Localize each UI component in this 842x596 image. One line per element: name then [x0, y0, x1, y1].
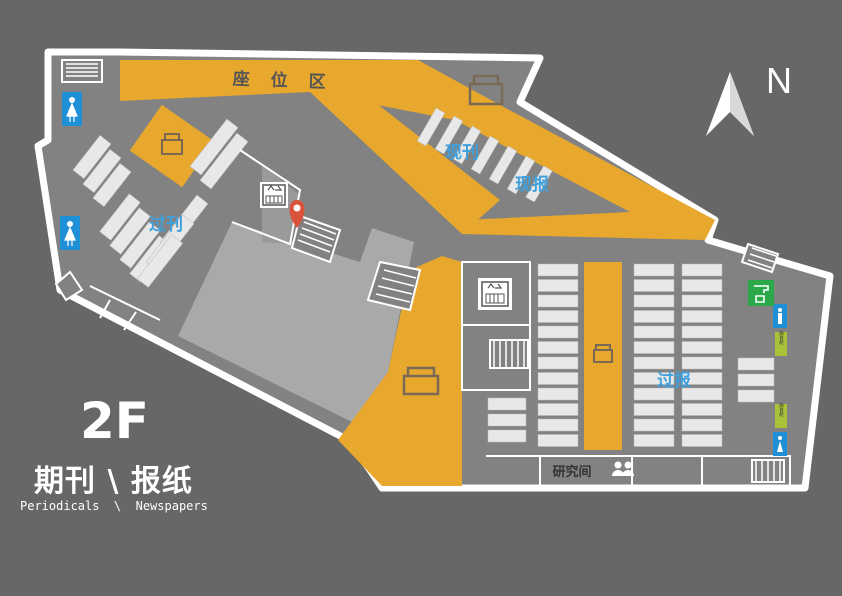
- shelf: [525, 165, 553, 203]
- elevator-icon[interactable]: [478, 278, 512, 310]
- seating-area-middle[interactable]: [338, 256, 462, 486]
- shelf: [537, 403, 579, 416]
- shelf-group-past-periodicals: [72, 118, 249, 288]
- staircase: [740, 242, 780, 274]
- shelf: [537, 263, 579, 277]
- armchair-icon: [468, 74, 504, 106]
- shelf: [537, 325, 579, 339]
- seating-area-top[interactable]: [120, 60, 715, 240]
- shelf: [537, 372, 579, 385]
- quiet-room-sign: 静音舱: [775, 402, 787, 428]
- shelf: [452, 125, 482, 165]
- shelf: [109, 207, 151, 255]
- shelf: [136, 234, 184, 288]
- north-label: N: [766, 60, 792, 101]
- shelf-group-current: [416, 107, 553, 203]
- quiet-room-label: 静音舱: [779, 402, 784, 418]
- seating-zone-label: 座 位 区: [232, 68, 328, 92]
- shelf: [633, 418, 675, 432]
- armchair-icon: [161, 133, 183, 155]
- current-newspapers-label: 现报: [515, 174, 549, 195]
- shelf: [633, 403, 675, 416]
- quiet-room-label: 静音舱: [779, 330, 784, 346]
- quiet-room-sign: 静音舱: [775, 330, 787, 356]
- shelf: [681, 387, 723, 401]
- shelf: [681, 341, 723, 354]
- staircase: [751, 459, 785, 483]
- shelf-group-small: [487, 357, 775, 443]
- shelf: [537, 279, 579, 292]
- female-restroom-icon: [62, 92, 82, 126]
- shelf: [681, 294, 723, 308]
- shelf: [633, 372, 675, 385]
- shelf-group-past-newspapers: [537, 263, 723, 447]
- staircase: [290, 214, 342, 264]
- past-newspapers-label: 过报: [657, 370, 691, 391]
- shelf: [537, 387, 579, 401]
- armchair-icon: [593, 344, 613, 363]
- shelf: [199, 132, 249, 190]
- shelf: [633, 294, 675, 308]
- shelf: [470, 135, 500, 175]
- seating-area-center[interactable]: [584, 262, 622, 450]
- north-arrow-icon: [706, 72, 754, 136]
- seating-area-diagonal[interactable]: [310, 92, 500, 234]
- shelf: [537, 294, 579, 308]
- shelf: [681, 434, 723, 447]
- shelf: [537, 418, 579, 432]
- male-restroom-icon: [773, 432, 787, 456]
- shelf: [681, 310, 723, 323]
- shelf: [633, 356, 675, 370]
- shelf: [119, 221, 161, 269]
- past-periodicals-label: 过刊: [149, 215, 183, 235]
- shelf: [633, 279, 675, 292]
- shelf: [681, 418, 723, 432]
- location-pin-icon[interactable]: [289, 200, 305, 228]
- central-void: [178, 222, 414, 422]
- staircase: [54, 270, 84, 302]
- shelf: [537, 434, 579, 447]
- shelf: [633, 387, 675, 401]
- male-restroom-icon: [773, 304, 787, 328]
- shelf: [681, 403, 723, 416]
- shelf: [72, 135, 112, 179]
- shelf: [434, 115, 464, 155]
- people-icon: [612, 461, 634, 476]
- elevator-icon[interactable]: [260, 182, 288, 208]
- floor-title-cn: 期刊 \ 报纸: [34, 464, 193, 499]
- staircase: [366, 260, 422, 312]
- shelf: [681, 263, 723, 277]
- staircase: [489, 339, 529, 369]
- water-dispenser-icon: [748, 280, 774, 306]
- shelf: [681, 356, 723, 370]
- shelf: [633, 310, 675, 323]
- shelf: [416, 107, 446, 147]
- shelf: [488, 145, 518, 185]
- shelf: [681, 325, 723, 339]
- staircase: [61, 59, 103, 83]
- floor-number: 2F: [80, 392, 149, 450]
- current-periodicals-label: 现刊: [445, 143, 479, 163]
- female-restroom-icon: [60, 216, 80, 250]
- shelf: [681, 279, 723, 292]
- shelf: [189, 118, 239, 176]
- shelf: [92, 163, 132, 207]
- shelf: [633, 341, 675, 354]
- shelf: [537, 341, 579, 354]
- shelf: [681, 372, 723, 385]
- shelf: [537, 356, 579, 370]
- armchair-icon: [402, 366, 440, 396]
- floor-title-en: Periodicals \ Newspapers: [20, 499, 208, 513]
- study-room-label: 研究间: [552, 464, 591, 480]
- shelf: [99, 193, 141, 241]
- shelf: [82, 149, 122, 193]
- shelf: [633, 434, 675, 447]
- shelf: [633, 263, 675, 277]
- shelf: [537, 310, 579, 323]
- shelf: [633, 325, 675, 339]
- shelf: [506, 155, 536, 195]
